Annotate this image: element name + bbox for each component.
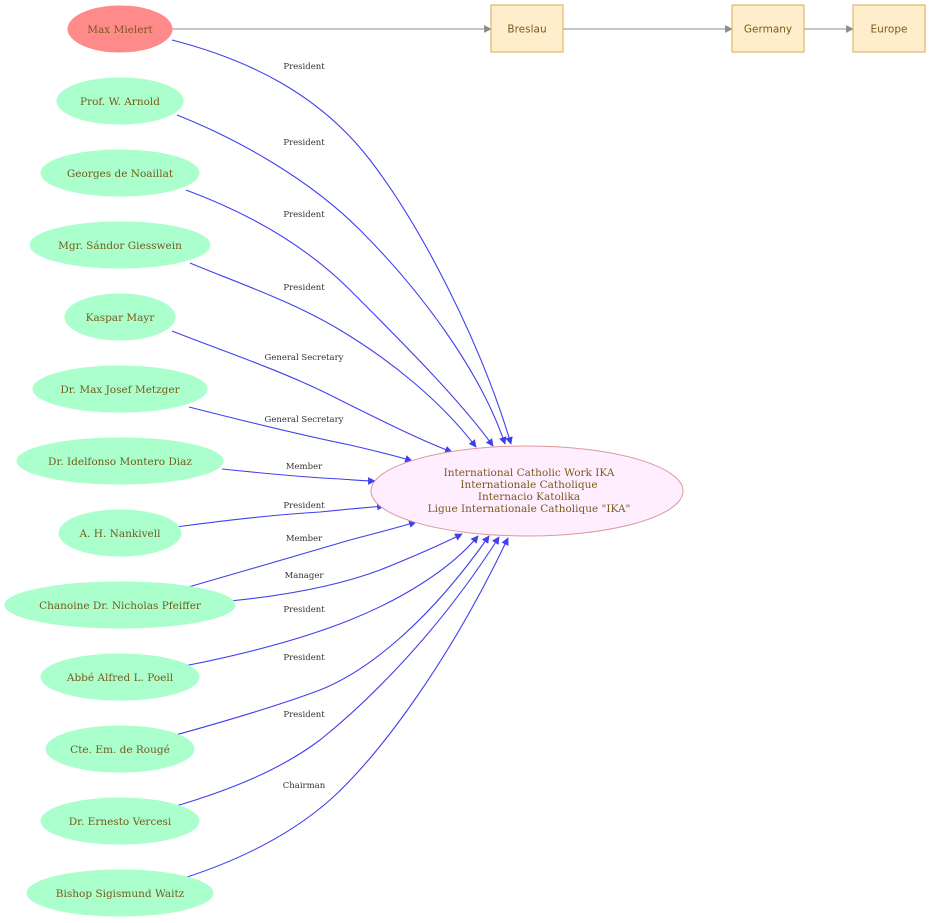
- edge-label: President: [283, 62, 325, 72]
- edges-layer: [171, 25, 854, 879]
- relation-edge: [189, 262, 477, 448]
- person-node-label: Dr. Max Josef Metzger: [60, 384, 180, 396]
- person-node[interactable]: Abbé Alfred L. Poell: [40, 653, 200, 701]
- organization-node[interactable]: International Catholic Work IKAInternati…: [370, 445, 684, 537]
- person-node-label: Max Mielert: [87, 24, 153, 36]
- edge-label: Chairman: [283, 781, 326, 791]
- person-node[interactable]: Dr. Max Josef Metzger: [32, 365, 208, 413]
- person-node-shape: [45, 725, 195, 773]
- edge-label: Manager: [285, 571, 325, 581]
- relation-edge: [184, 520, 417, 589]
- person-node-shape: [32, 365, 208, 413]
- person-node[interactable]: Mgr. Sándor Giesswein: [29, 221, 211, 269]
- person-node-shape: [64, 293, 176, 341]
- place-node[interactable]: Germany: [731, 4, 805, 53]
- person-node-label: Prof. W. Arnold: [80, 96, 160, 108]
- person-node-shape: [58, 509, 182, 557]
- place-node[interactable]: Europe: [852, 4, 926, 53]
- person-node[interactable]: Cte. Em. de Rougé: [45, 725, 195, 773]
- relation-edge: [171, 535, 490, 737]
- person-node-label: Dr. Ernesto Vercesi: [69, 816, 172, 828]
- edge-label: President: [283, 653, 325, 663]
- person-node-label: Dr. Idelfonso Montero Diaz: [48, 456, 192, 468]
- person-node-shape: [56, 77, 184, 125]
- organization-name-line: International Catholic Work IKA: [444, 467, 615, 479]
- person-node-shape: [40, 149, 200, 197]
- relation-edge: [176, 114, 507, 445]
- place-node-shape: [731, 4, 805, 53]
- person-node-label: Bishop Sigismund Waitz: [56, 888, 185, 900]
- person-node-label: A. H. Nankivell: [79, 528, 162, 540]
- person-node[interactable]: Bishop Sigismund Waitz: [26, 869, 214, 917]
- organization-node-shape: [370, 445, 684, 537]
- edge-label: Member: [286, 462, 323, 472]
- person-node[interactable]: Georges de Noaillat: [40, 149, 200, 197]
- person-node-label: Cte. Em. de Rougé: [70, 744, 170, 756]
- edge-label: General Secretary: [265, 415, 344, 425]
- place-node-label: Europe: [871, 24, 908, 36]
- person-node[interactable]: Dr. Idelfonso Montero Diaz: [16, 437, 224, 485]
- relation-edge: [185, 189, 494, 447]
- place-node[interactable]: Breslau: [490, 4, 564, 53]
- place-node-shape: [852, 4, 926, 53]
- organization-name-line: Internacio Katolika: [478, 491, 580, 503]
- person-node-shape: [16, 437, 224, 485]
- edge-label: President: [283, 138, 325, 148]
- person-node-shape: [26, 869, 214, 917]
- organization-name-line: Internationale Catholique: [460, 479, 597, 491]
- relation-edge: [229, 533, 463, 602]
- person-node-label: Georges de Noaillat: [67, 168, 174, 180]
- place-node-label: Breslau: [507, 24, 546, 36]
- edge-label: General Secretary: [265, 353, 344, 363]
- person-node-shape: [40, 797, 200, 845]
- person-node-label: Kaspar Mayr: [86, 312, 156, 324]
- person-node[interactable]: Prof. W. Arnold: [56, 77, 184, 125]
- relation-edge: [183, 537, 509, 879]
- person-node[interactable]: Chanoine Dr. Nicholas Pfeiffer: [4, 581, 236, 629]
- edge-label: Member: [286, 534, 323, 544]
- edge-labels-layer: PresidentPresidentPresidentPresidentGene…: [265, 62, 344, 791]
- person-node-highlighted[interactable]: Max Mielert: [67, 5, 173, 53]
- person-node-label: Chanoine Dr. Nicholas Pfeiffer: [39, 600, 202, 612]
- edge-label: President: [283, 210, 325, 220]
- person-node[interactable]: Kaspar Mayr: [64, 293, 176, 341]
- place-node-label: Germany: [744, 24, 792, 36]
- edge-label: President: [283, 283, 325, 293]
- edge-label: President: [283, 501, 325, 511]
- person-node-shape: [67, 5, 173, 53]
- relation-edge: [183, 535, 479, 667]
- edge-label: President: [283, 710, 325, 720]
- person-node-shape: [4, 581, 236, 629]
- person-node[interactable]: Dr. Ernesto Vercesi: [40, 797, 200, 845]
- person-node[interactable]: A. H. Nankivell: [58, 509, 182, 557]
- organization-name-line: Ligue Internationale Catholique "IKA": [428, 503, 631, 515]
- relation-edge: [171, 39, 513, 445]
- edge-label: President: [283, 605, 325, 615]
- relation-edge: [171, 330, 453, 454]
- person-node-label: Abbé Alfred L. Poell: [66, 672, 174, 684]
- person-node-shape: [29, 221, 211, 269]
- relation-edge: [221, 468, 376, 485]
- relation-edge: [188, 406, 413, 463]
- person-node-shape: [40, 653, 200, 701]
- relation-edge: [175, 536, 500, 807]
- place-node-shape: [490, 4, 564, 53]
- relation-edge: [175, 502, 385, 528]
- person-node-label: Mgr. Sándor Giesswein: [58, 240, 182, 252]
